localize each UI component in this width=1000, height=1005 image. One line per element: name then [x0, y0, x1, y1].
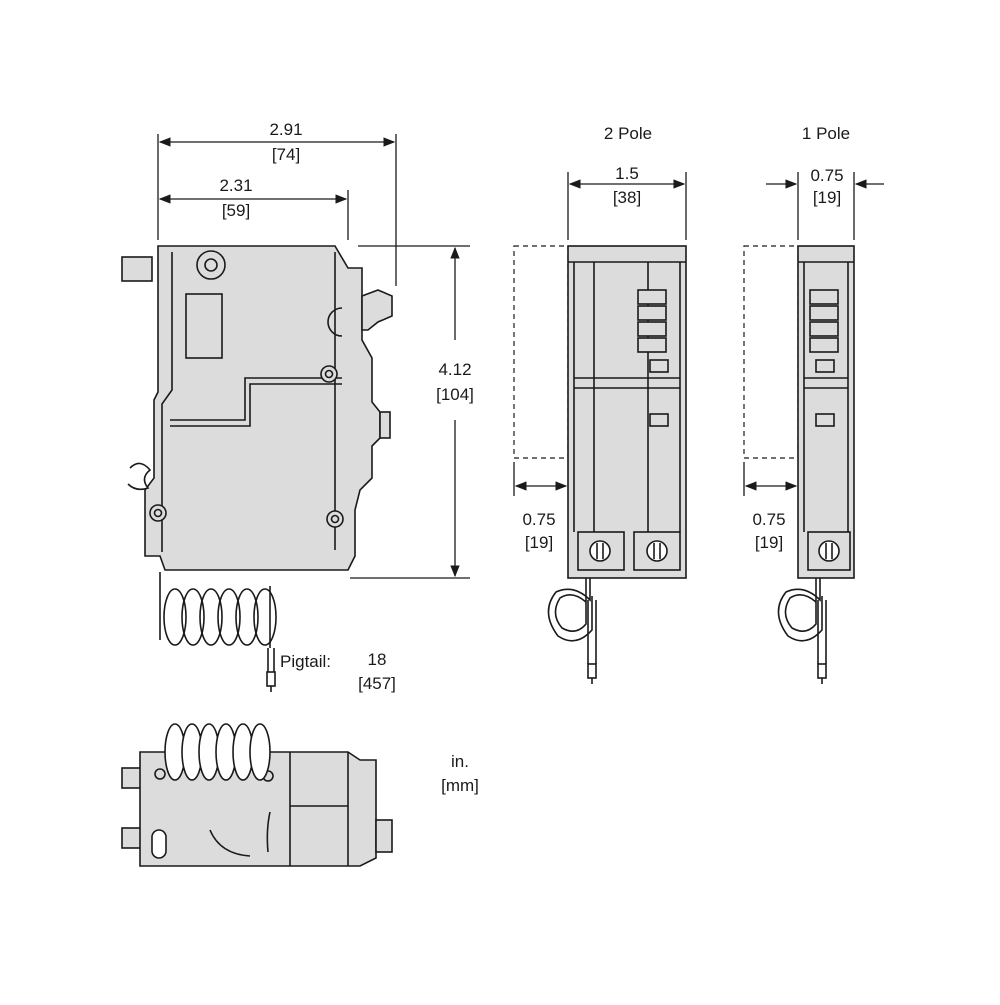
side-view [121, 245, 393, 571]
two-pole-dimensions [513, 172, 687, 496]
two-pole-width-mm: [38] [612, 188, 642, 207]
side-view-dimensions [157, 134, 470, 579]
body-width-in: 2.31 [219, 176, 253, 195]
side-view-cam-center [204, 258, 218, 272]
side-view-inner-step [170, 377, 342, 421]
side-view-left-tab [121, 256, 153, 282]
screw-icon [818, 540, 840, 562]
side-view-stud [361, 289, 393, 331]
two-pole-dashed-outline [513, 245, 569, 459]
one-pole-view [743, 245, 855, 579]
side-view-pigtail [159, 572, 277, 692]
pigtail-length-mm: [457] [358, 674, 396, 693]
one-pole-title: 1 Pole [801, 124, 851, 143]
one-pole-dashed-outline [743, 245, 799, 459]
two-pole-view [513, 245, 687, 579]
one-pole-dimensions [743, 172, 884, 496]
side-view-window [185, 293, 223, 359]
screw-icon [646, 540, 668, 562]
two-pole-offset-in: 0.75 [522, 510, 556, 529]
side-view-cam [196, 250, 226, 280]
pigtail-label: Pigtail: [280, 652, 332, 671]
height-in: 4.12 [438, 360, 472, 379]
height-mm: [104] [436, 385, 474, 404]
side-view-clip [127, 462, 152, 491]
body-width-mm: [59] [221, 201, 251, 220]
pigtail-length-in: 18 [367, 650, 387, 669]
bottom-view-body [139, 751, 377, 867]
side-view-rivet [320, 365, 338, 383]
two-pole-terminal [577, 531, 625, 571]
side-view-notch [327, 307, 343, 337]
side-view-inner-edge [161, 252, 173, 552]
one-pole-width-mm: [19] [812, 188, 842, 207]
side-view-tab-right [379, 411, 391, 439]
bottom-view [121, 751, 393, 867]
two-pole-body [567, 245, 687, 579]
side-view-body [144, 245, 381, 571]
side-view-rivet [149, 504, 167, 522]
one-pole-width-in: 0.75 [810, 166, 844, 185]
two-pole-title: 2 Pole [603, 124, 653, 143]
side-view-rivet [326, 510, 344, 528]
two-pole-pigtail [547, 578, 597, 684]
side-view-inner-step-2 [170, 383, 342, 427]
units-in: in. [451, 752, 469, 771]
one-pole-offset-mm: [19] [754, 533, 784, 552]
units-mm: [mm] [441, 776, 479, 795]
two-pole-width-in: 1.5 [615, 164, 639, 183]
one-pole-offset-in: 0.75 [752, 510, 786, 529]
one-pole-pigtail [777, 578, 827, 684]
overall-width-in: 2.91 [269, 120, 303, 139]
overall-width-mm: [74] [271, 145, 301, 164]
bottom-view-coil [154, 723, 271, 781]
two-pole-offset-mm: [19] [524, 533, 554, 552]
screw-icon [589, 540, 611, 562]
